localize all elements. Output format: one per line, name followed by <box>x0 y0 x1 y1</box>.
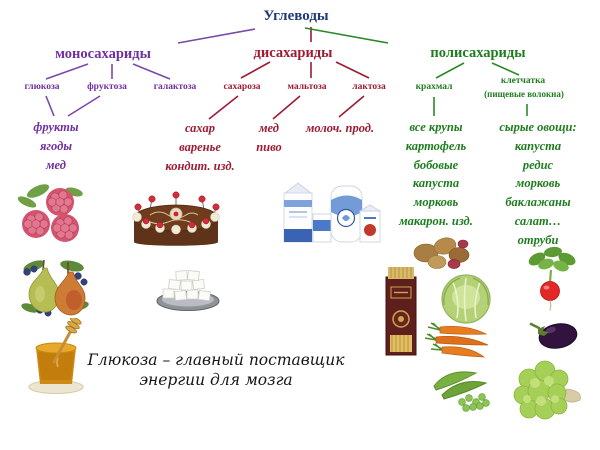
node-glucose: глюкоза <box>24 82 60 92</box>
list-item: редис <box>522 157 554 172</box>
potatoes-image <box>413 237 470 269</box>
carrots-image <box>424 322 489 358</box>
list-item: пиво <box>256 139 282 154</box>
node-lactose: лактоза <box>352 82 386 92</box>
caption-line-1: Глюкоза – главный поставщик <box>87 351 345 369</box>
node-carbohydrates: Углеводы <box>263 8 329 24</box>
glucose-caption: Глюкоза – главный поставщик энергии для … <box>87 351 344 390</box>
node-sucrose: сахароза <box>223 82 261 92</box>
list-item: салат… <box>514 213 562 228</box>
node-starch: крахмал <box>415 82 453 92</box>
list-starch-sources: все крупы картофель бобовые капуста морк… <box>399 118 473 231</box>
list-maltose-sources: мед пиво <box>256 119 282 157</box>
list-fiber-sources: сырые овощи: капуста редис морковь бакла… <box>499 118 576 250</box>
cabbage-image <box>441 274 491 324</box>
radish-image <box>528 246 576 311</box>
list-item: морковь <box>413 195 459 210</box>
node-disaccharides: дисахариды <box>253 45 333 61</box>
list-item: все крупы <box>409 120 463 134</box>
list-item: мед <box>45 157 66 172</box>
list-item: капуста <box>412 176 460 191</box>
list-item: варенье <box>179 139 221 154</box>
sugar-cubes-image <box>156 270 220 311</box>
node-galactose: галактоза <box>153 82 197 92</box>
node-fructose: фруктоза <box>87 82 127 92</box>
caption-line-2: энергии для мозга <box>139 370 293 389</box>
red-connectors <box>208 27 370 120</box>
list-item: сахар <box>184 121 216 135</box>
raspberries-image <box>17 184 83 243</box>
cake-image <box>132 191 220 246</box>
honey-image <box>28 318 84 394</box>
list-item: фрукты <box>33 120 79 134</box>
purple-connectors <box>45 28 256 117</box>
list-sucrose-sources: сахар варенье кондит. изд. <box>165 119 234 175</box>
list-item: молоч. прод. <box>305 121 375 135</box>
list-glucose-fructose-sources: фрукты ягоды мед <box>33 118 78 174</box>
list-item: бобовые <box>413 157 459 172</box>
list-item: картофель <box>405 138 467 153</box>
list-item: морковь <box>515 176 561 191</box>
list-item: баклажаны <box>505 195 571 210</box>
milk-products-image <box>282 182 382 243</box>
peas-image <box>433 371 490 412</box>
list-item: отруби <box>517 232 559 247</box>
list-item: мед <box>258 121 280 135</box>
node-monosaccharides: моносахариды <box>55 46 151 62</box>
eggplant-image <box>529 322 578 349</box>
spaghetti-image <box>385 267 417 356</box>
node-cellulose: клетчатка <box>500 76 546 86</box>
list-item: сырые овощи: <box>499 120 577 134</box>
node-cellulose-sublabel: (пищевые волокна) <box>484 89 564 99</box>
list-item: кондит. изд. <box>165 158 235 173</box>
node-maltose: мальтоза <box>287 82 327 92</box>
lettuce-image <box>513 360 581 420</box>
list-item: ягоды <box>39 138 72 153</box>
list-item: капуста <box>514 138 562 153</box>
node-polysaccharides: полисахариды <box>430 45 526 61</box>
green-connectors <box>304 27 528 116</box>
list-item: макарон. изд. <box>399 213 473 228</box>
list-lactose-sources: молоч. прод. <box>306 119 374 138</box>
pears-image <box>21 259 89 317</box>
